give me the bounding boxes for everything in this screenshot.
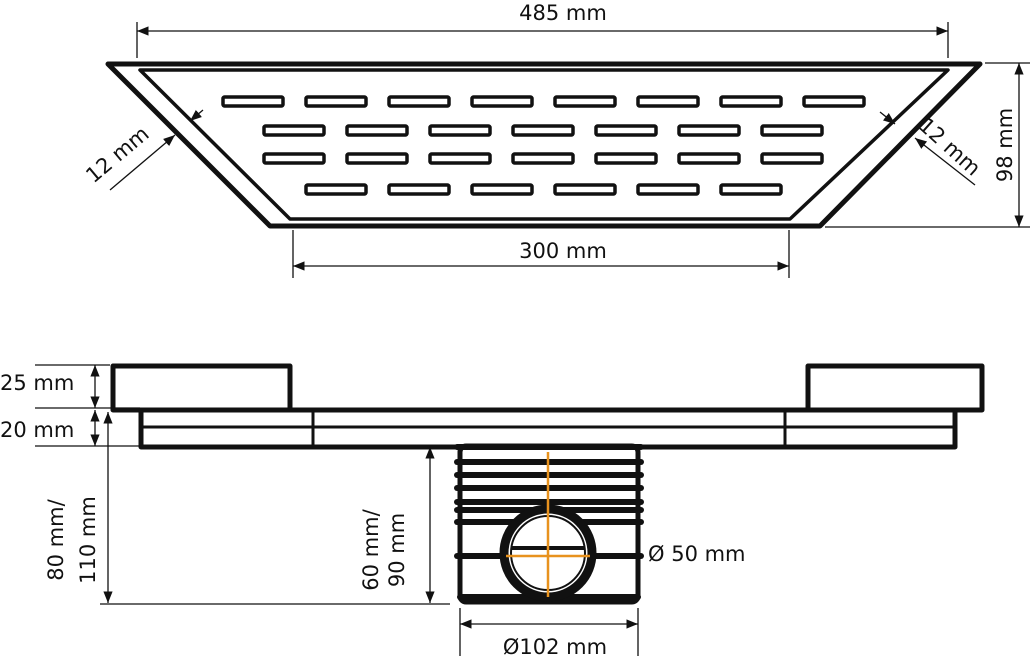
drain-slot	[262, 124, 326, 137]
height-label: 98 mm	[993, 108, 1017, 182]
outer-outline	[105, 61, 983, 229]
drain-slot	[387, 95, 451, 108]
drain-slot	[594, 152, 658, 165]
drain-slot	[802, 95, 866, 108]
drain-slot	[719, 183, 783, 196]
frame-height-label: 25 mm	[0, 371, 74, 395]
drain-slot	[511, 124, 575, 137]
drain-slot	[470, 183, 534, 196]
drain-slot	[636, 95, 700, 108]
top-view: 485 mm 300 mm 98 mm 12 mm 12 mm	[81, 1, 1030, 278]
side-view: 25 mm 20 mm 80 mm/ 110 mm 60 mm/ 90 mm Ø…	[0, 363, 985, 659]
drain-slot	[636, 183, 700, 196]
drain-slot	[511, 152, 575, 165]
border-left-label: 12 mm	[81, 122, 153, 188]
drain-slot	[677, 124, 741, 137]
drain-slot	[428, 124, 492, 137]
width-bottom-label: 300 mm	[519, 239, 607, 263]
border-right-label: 12 mm	[914, 113, 985, 181]
drain-slot	[262, 152, 326, 165]
trap-height-label-2: 90 mm	[385, 513, 409, 587]
drain-slot	[345, 152, 409, 165]
drain-slot	[428, 152, 492, 165]
drain-slot	[760, 152, 824, 165]
frame-right	[805, 363, 985, 413]
width-top-label: 485 mm	[519, 1, 607, 25]
drain-slot	[221, 95, 285, 108]
inner-outline	[138, 68, 950, 221]
plate-height-label: 20 mm	[0, 418, 74, 442]
drain-slot	[677, 152, 741, 165]
drain-slot	[553, 95, 617, 108]
drain-slot	[387, 183, 451, 196]
drain-slot	[760, 124, 824, 137]
frame-left	[110, 363, 293, 413]
drain-slot	[304, 183, 368, 196]
outlet-diameter-label: Ø 50 mm	[648, 542, 746, 566]
slot-grid	[221, 95, 866, 196]
drain-slot	[304, 95, 368, 108]
drain-slot	[719, 95, 783, 108]
drain-slot	[594, 124, 658, 137]
total-height-label-1: 80 mm/	[44, 498, 68, 580]
drain-slot	[553, 183, 617, 196]
body-diameter-label: Ø102 mm	[503, 635, 607, 659]
trap-height-label-1: 60 mm/	[359, 508, 383, 590]
drain-slot	[345, 124, 409, 137]
drain-slot	[470, 95, 534, 108]
total-height-label-2: 110 mm	[76, 496, 100, 584]
